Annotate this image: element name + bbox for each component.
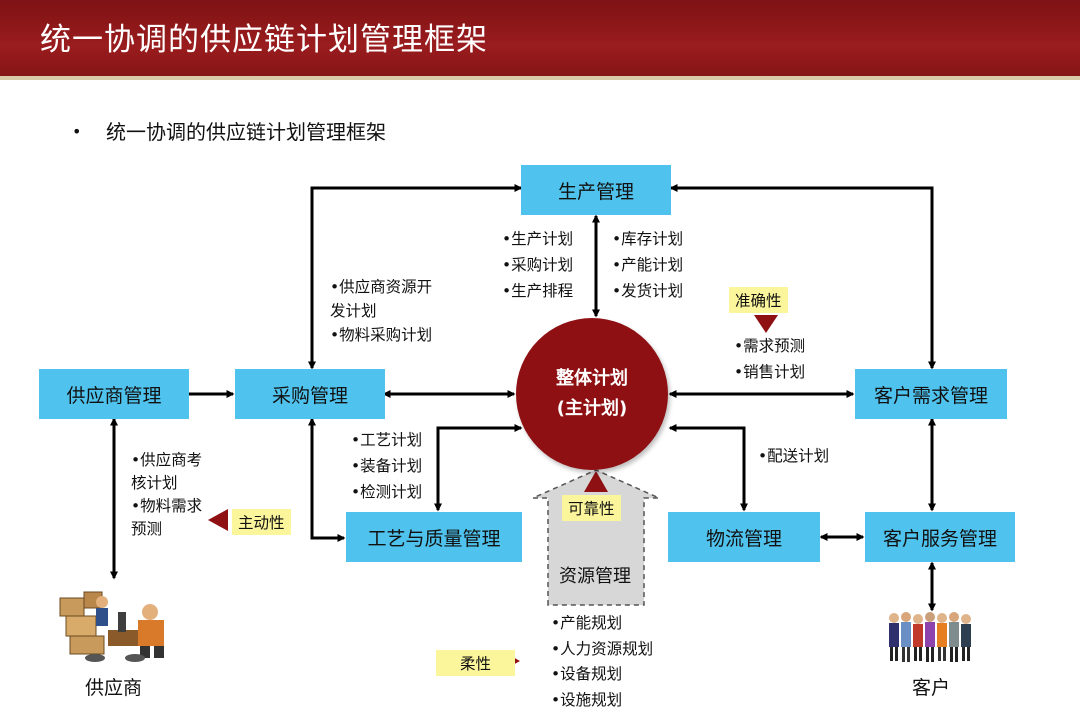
list-item: •装备计划 — [351, 457, 423, 475]
list-item: •工艺计划 — [351, 431, 423, 449]
list-resource-plans: •产能规划 •人力资源规划 •设备规划 •设施规划 — [551, 611, 653, 713]
list-supplier-eval: •供应商考 核计划 •物料需求 预测 — [131, 449, 202, 541]
list-item: •产能规划 — [551, 614, 623, 632]
list-item: •产能计划 — [612, 256, 684, 274]
caption-supplier: 供应商 — [85, 677, 143, 699]
arrow-center-logistics — [668, 424, 748, 512]
list-supplier-dev: •供应商资源开 发计划 •物料采购计划 — [330, 275, 432, 347]
caption-customer: 客户 — [912, 677, 951, 699]
label-initiative: 主动性 — [232, 509, 291, 535]
list-item: •采购计划 — [502, 256, 574, 274]
reliability-triangle — [584, 471, 608, 492]
master-plan-subtitle: (主计划) — [556, 398, 628, 419]
arrow-purchase-process — [308, 417, 346, 542]
box-production: 生产管理 — [521, 165, 671, 215]
master-plan-title: 整体计划 — [556, 368, 628, 389]
list-process: •工艺计划 •装备计划 •检测计划 — [351, 427, 422, 505]
master-plan-circle: 整体计划 (主计划) — [516, 318, 668, 470]
arrow-production-customer — [669, 184, 936, 370]
list-demand: •需求预测 •销售计划 — [734, 333, 805, 385]
list-item: •配送计划 — [758, 447, 830, 465]
list-item: •生产计划 — [502, 230, 574, 248]
box-supplier-management: 供应商管理 — [39, 369, 189, 419]
list-item: •设备规划 — [551, 665, 623, 683]
box-purchase-management: 采购管理 — [235, 369, 385, 419]
arrow-center-process — [434, 424, 523, 512]
label-reliability: 可靠性 — [562, 495, 621, 521]
list-item: •供应商考 — [131, 451, 203, 469]
list-item: •人力资源规划 — [551, 639, 654, 658]
list-production-right: •库存计划 •产能计划 •发货计划 — [612, 226, 683, 304]
list-item: •物料需求 — [131, 497, 203, 515]
customer-illustration — [889, 612, 971, 662]
slide-title: 统一协调的供应链计划管理框架 — [40, 22, 488, 58]
list-item: •生产排程 — [502, 282, 574, 300]
subtitle-bullet: • — [72, 122, 82, 141]
list-production-left: •生产计划 •采购计划 •生产排程 — [502, 226, 573, 304]
title-bar: 统一协调的供应链计划管理框架 — [0, 0, 1080, 76]
list-item: 发计划 — [330, 302, 377, 320]
list-item: •需求预测 — [734, 337, 806, 355]
list-item: •检测计划 — [351, 483, 423, 501]
list-item: 预测 — [131, 520, 163, 538]
list-item: •供应商资源开 — [330, 278, 433, 296]
box-customer-demand: 客户需求管理 — [855, 369, 1007, 419]
title-underline — [0, 76, 1080, 80]
box-process-quality: 工艺与质量管理 — [346, 512, 522, 562]
list-item: •物料采购计划 — [330, 326, 433, 344]
accuracy-triangle — [754, 315, 778, 333]
list-delivery: •配送计划 — [758, 443, 829, 469]
resource-management-label: 资源管理 — [559, 566, 631, 587]
list-item: •销售计划 — [734, 363, 806, 381]
box-logistics: 物流管理 — [668, 512, 820, 562]
subtitle: • 统一协调的供应链计划管理框架 — [72, 116, 386, 145]
subtitle-text: 统一协调的供应链计划管理框架 — [106, 120, 386, 144]
arrow-purchase-production — [308, 184, 523, 370]
list-item: •发货计划 — [612, 282, 684, 300]
list-item: 核计划 — [131, 474, 178, 492]
box-customer-service: 客户服务管理 — [865, 512, 1015, 562]
label-flexibility: 柔性 — [436, 650, 516, 676]
supplier-illustration — [59, 591, 164, 662]
list-item: •设施规划 — [551, 690, 623, 709]
label-accuracy: 准确性 — [729, 287, 788, 313]
list-item: •库存计划 — [612, 230, 684, 248]
initiative-triangle — [208, 509, 228, 531]
